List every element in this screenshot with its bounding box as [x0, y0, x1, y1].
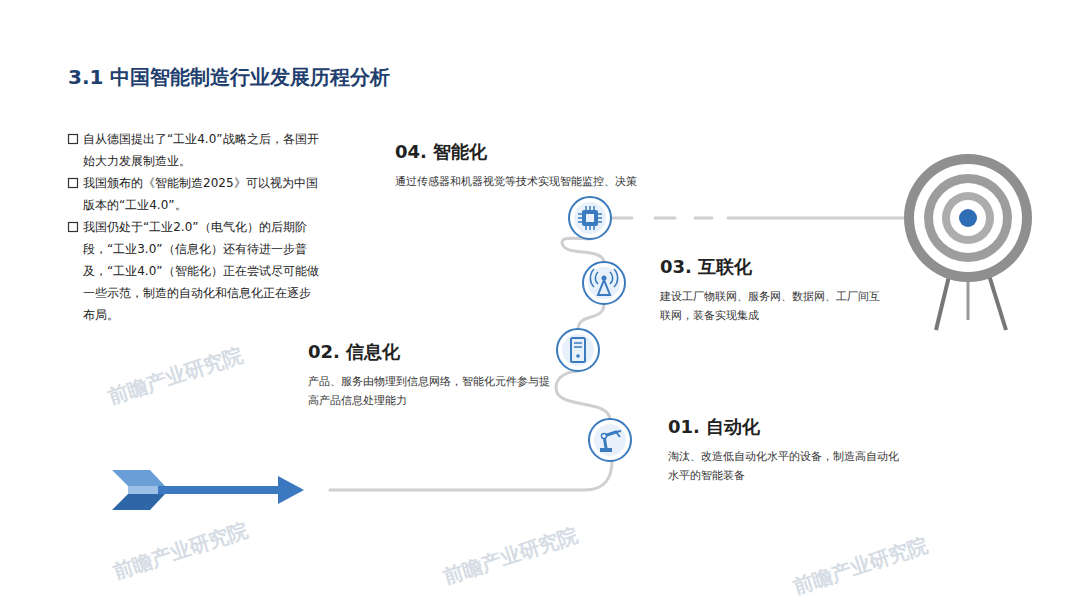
bullet-note: 我国颁布的《智能制造2025》可以视为中国版本的“工业4.0”。	[83, 172, 319, 216]
page-title: 3.1 中国智能制造行业发展历程分析	[68, 64, 390, 91]
bullet-squares	[69, 135, 78, 232]
stage-heading: 04. 智能化	[395, 140, 640, 164]
stage-heading: 01. 自动化	[668, 415, 904, 439]
progress-path	[330, 218, 955, 490]
stage-block: 04. 智能化通过传感器和机器视觉等技术实现智能监控、决策	[395, 140, 640, 199]
watermark: 前瞻产业研究院	[105, 342, 246, 411]
stage-block: 03. 互联化建设工厂物联网、服务网、数据网、工厂间互联网，装备实现集成	[660, 255, 882, 333]
stage-heading: 03. 互联化	[660, 255, 882, 279]
bullet-note: 自从德国提出了“工业4.0”战略之后，各国开始大力发展制造业。	[83, 128, 319, 172]
watermark: 前瞻产业研究院	[440, 522, 581, 591]
stage-description: 通过传感器和机器视觉等技术实现智能监控、决策	[395, 172, 640, 191]
icon-robot-arm	[589, 419, 631, 461]
stage-block: 01. 自动化淘汰、改造低自动化水平的设备，制造高自动化水平的智能装备	[668, 415, 904, 493]
icon-computer	[557, 329, 599, 371]
start-arrow	[112, 470, 304, 510]
stage-description: 淘汰、改造低自动化水平的设备，制造高自动化水平的智能装备	[668, 447, 904, 485]
icon-chip	[569, 197, 611, 239]
watermark: 前瞻产业研究院	[110, 517, 251, 586]
stage-block: 02. 信息化产品、服务由物理到信息网络，智能化元件参与提高产品信息处理能力	[308, 340, 556, 418]
stage-heading: 02. 信息化	[308, 340, 556, 364]
icon-antenna	[583, 262, 625, 304]
stage-description: 建设工厂物联网、服务网、数据网、工厂间互联网，装备实现集成	[660, 287, 882, 325]
bullet-note: 我国仍处于“工业2.0”（电气化）的后期阶段，“工业3.0”（信息化）还有待进一…	[83, 216, 319, 326]
target	[904, 154, 1032, 330]
stage-description: 产品、服务由物理到信息网络，智能化元件参与提高产品信息处理能力	[308, 372, 556, 410]
watermark: 前瞻产业研究院	[790, 532, 931, 601]
